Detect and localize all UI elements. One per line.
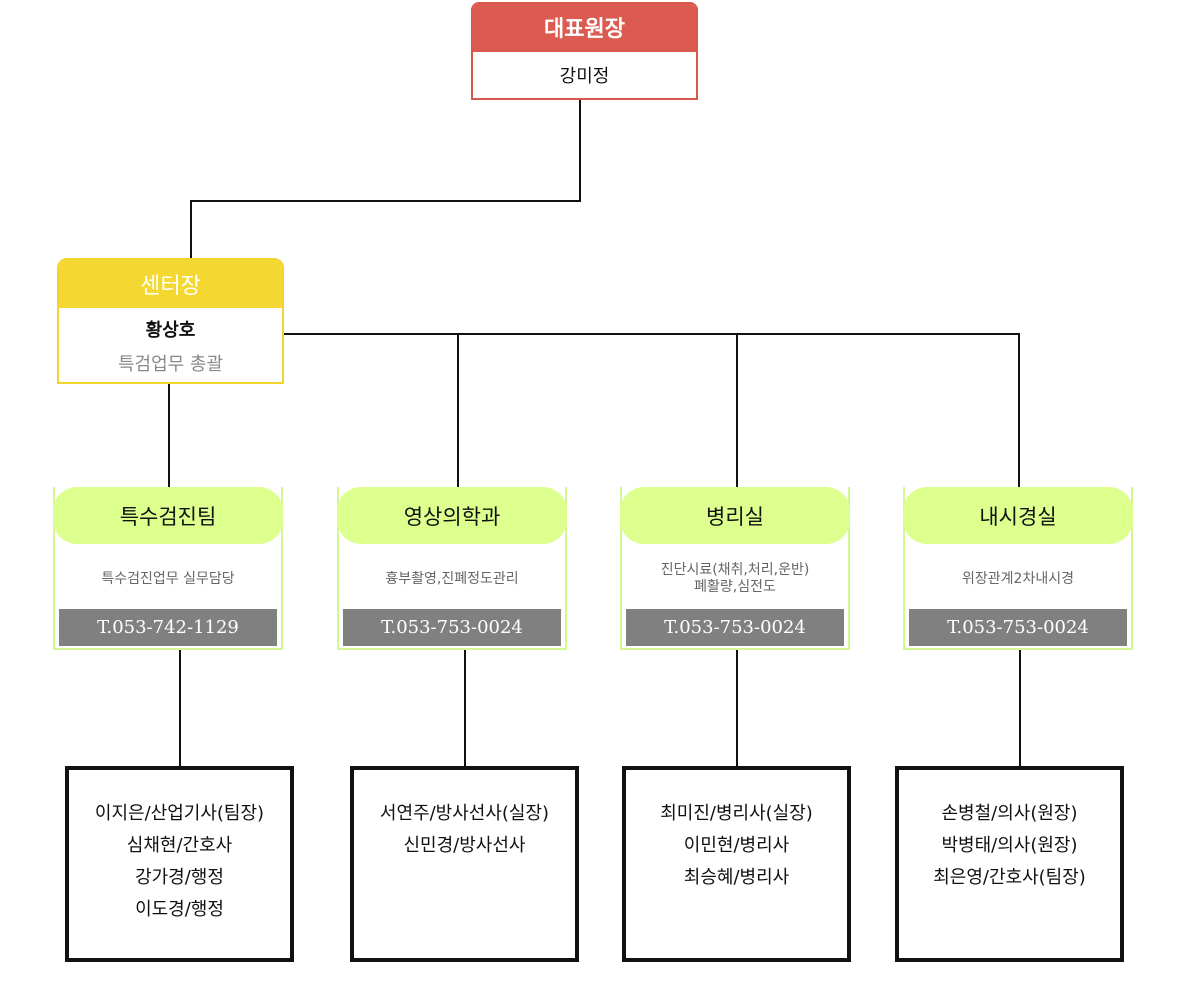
dept-card-endoscopy: 내시경실 위장관계2차내시경 T.053-753-0024 (903, 487, 1133, 650)
staff-member: 최은영/간호사(팀장) (933, 867, 1086, 888)
center-head-box: 센터장 황상호 특검업무 총괄 (57, 258, 284, 384)
staff-member: 심채현/간호사 (126, 835, 233, 856)
dept-name: 영상의학과 (337, 487, 567, 544)
director-name: 강미정 (473, 50, 696, 98)
dept-card-radiology: 영상의학과 흉부촬영,진폐정도관리 T.053-753-0024 (337, 487, 567, 650)
director-title: 대표원장 (473, 4, 696, 50)
director-box: 대표원장 강미정 (471, 2, 698, 100)
staff-member: 손병철/의사(원장) (941, 803, 1078, 824)
dept-description: 특수검진업무 실무담당 (101, 570, 235, 587)
connector-line (190, 200, 581, 202)
connector-line (179, 650, 181, 768)
connector-line (1019, 650, 1021, 768)
staff-member: 최미진/병리사(실장) (660, 803, 813, 824)
connector-line (1018, 333, 1020, 488)
dept-card-pathology: 병리실 진단시료(채취,처리,운반) 폐활량,심전도 T.053-753-002… (620, 487, 850, 650)
dept-phone: T.053-753-0024 (626, 609, 844, 646)
staff-list-radiology: 서연주/방사선사(실장) 신민경/방사선사 (350, 766, 579, 962)
staff-member: 박병태/의사(원장) (941, 835, 1078, 856)
staff-member: 강가경/행정 (135, 867, 224, 888)
staff-member: 서연주/방사선사(실장) (379, 803, 550, 824)
center-head-role: 특검업무 총괄 (117, 354, 224, 375)
dept-phone: T.053-753-0024 (909, 609, 1127, 646)
connector-line (284, 333, 1020, 335)
dept-description: 흉부촬영,진폐정도관리 (385, 570, 519, 587)
dept-name: 병리실 (620, 487, 850, 544)
dept-description: 진단시료(채취,처리,운반) 폐활량,심전도 (660, 562, 810, 595)
staff-member: 이도경/행정 (135, 899, 224, 920)
staff-list-special-checkup: 이지은/산업기사(팀장) 심채현/간호사 강가경/행정 이도경/행정 (65, 766, 294, 962)
staff-member: 신민경/방사선사 (403, 835, 526, 856)
staff-member: 최승혜/병리사 (683, 867, 790, 888)
staff-list-endoscopy: 손병철/의사(원장) 박병태/의사(원장) 최은영/간호사(팀장) (895, 766, 1124, 962)
staff-list-pathology: 최미진/병리사(실장) 이민현/병리사 최승혜/병리사 (622, 766, 851, 962)
dept-phone: T.053-753-0024 (343, 609, 561, 646)
connector-line (736, 650, 738, 768)
connector-line (736, 333, 738, 488)
center-head-title: 센터장 (59, 260, 282, 308)
staff-member: 이지은/산업기사(팀장) (94, 803, 265, 824)
dept-name: 특수검진팀 (53, 487, 283, 544)
connector-line (579, 100, 581, 201)
dept-description: 위장관계2차내시경 (962, 570, 1074, 587)
dept-card-special-checkup: 특수검진팀 특수검진업무 실무담당 T.053-742-1129 (53, 487, 283, 650)
connector-line (168, 384, 170, 488)
dept-phone: T.053-742-1129 (59, 609, 277, 646)
connector-line (464, 650, 466, 768)
connector-line (190, 200, 192, 258)
dept-name: 내시경실 (903, 487, 1133, 544)
connector-line (457, 333, 459, 488)
center-head-name: 황상호 (145, 320, 196, 341)
staff-member: 이민현/병리사 (683, 835, 790, 856)
